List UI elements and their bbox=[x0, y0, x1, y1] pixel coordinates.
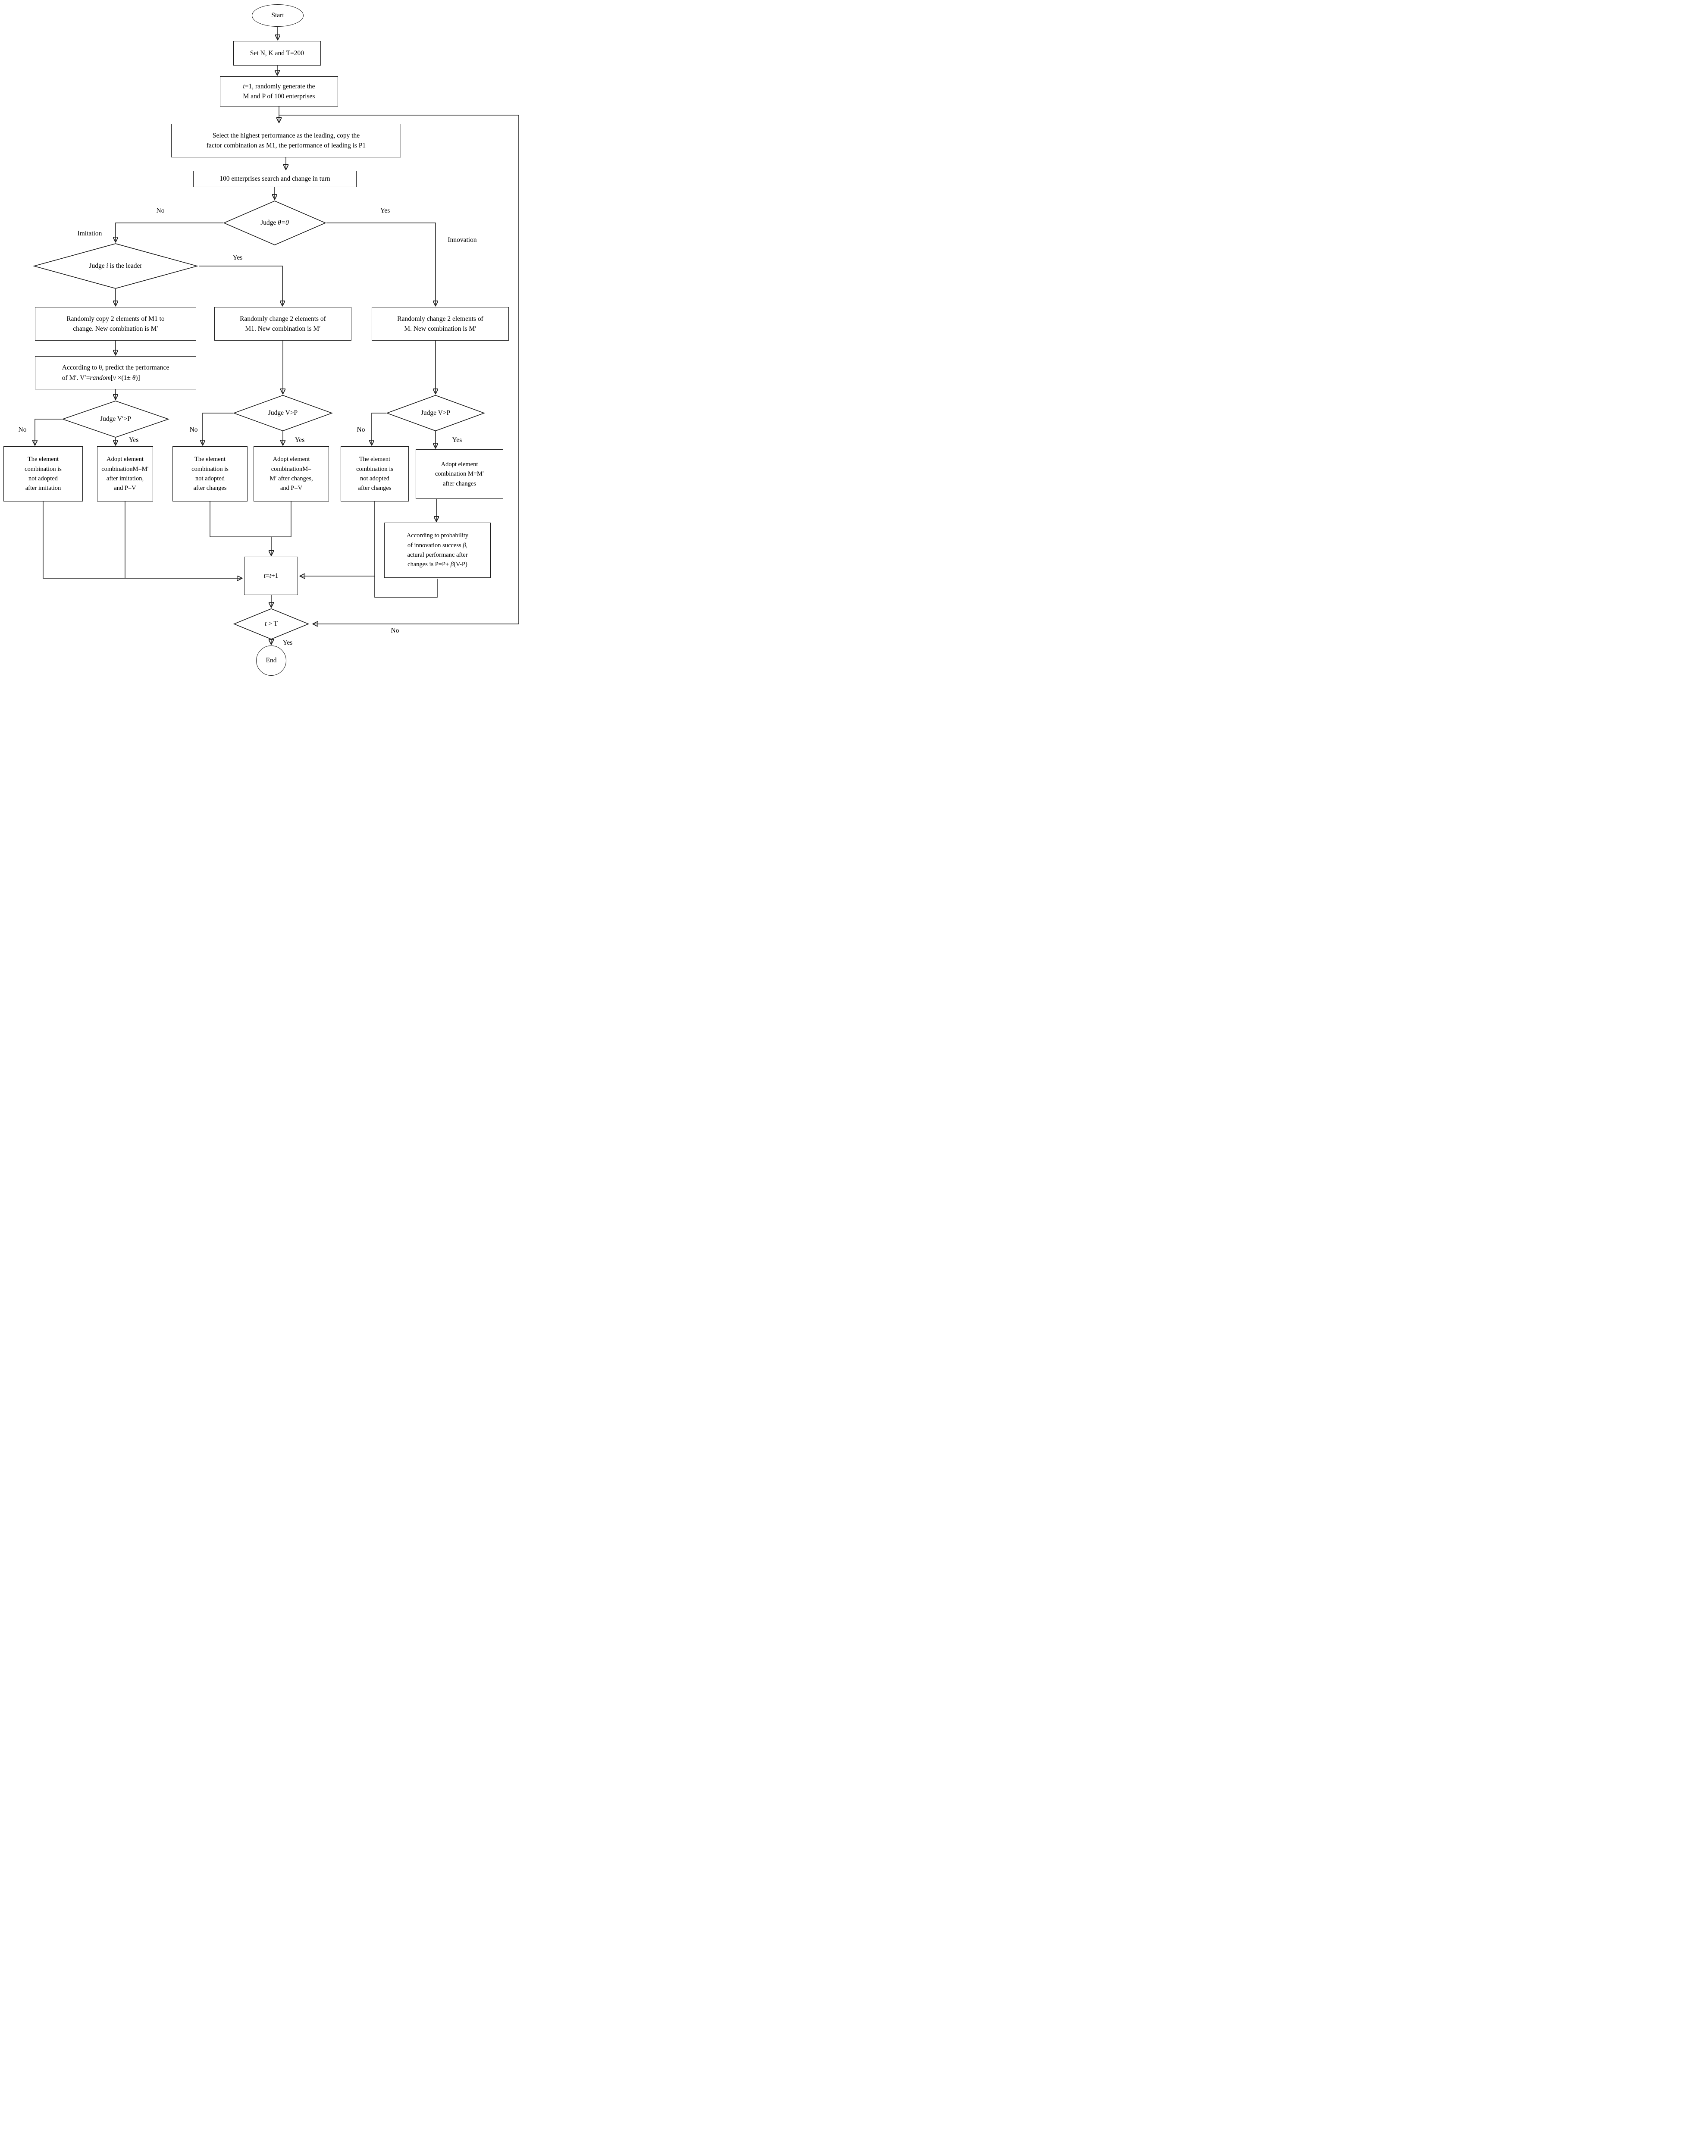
process-select-leading-label: Select the highest performance as the le… bbox=[206, 132, 366, 149]
decision-judge-theta: Judge θ=0 bbox=[223, 201, 326, 245]
connector-leader-yes bbox=[199, 266, 282, 305]
process-change-m: Randomly change 2 elements of M. New com… bbox=[372, 307, 509, 341]
process-probability-beta: According to probability of innovation s… bbox=[384, 523, 491, 578]
decision-judge-leader-label: Judge i is the leader bbox=[89, 262, 142, 270]
process-adopt-changes-m1-label: Adopt element combinationM= M′ after cha… bbox=[270, 456, 313, 492]
edge-label-vp1-yes: Yes bbox=[128, 436, 139, 444]
edge-label-theta-no: No bbox=[156, 207, 165, 214]
decision-judge-vp-m1-label: Judge V>P bbox=[268, 409, 298, 417]
connector-vp2-no bbox=[203, 413, 233, 445]
process-not-adopted-changes-m1: The element combination is not adopted a… bbox=[172, 446, 248, 501]
process-change-m1: Randomly change 2 elements of M1. New co… bbox=[214, 307, 351, 341]
diamond-shape-vp2 bbox=[233, 395, 333, 431]
process-search-in-turn-label: 100 enterprises search and change in tur… bbox=[219, 175, 330, 183]
process-set-params: Set N, K and T=200 bbox=[233, 41, 321, 66]
connector-theta-yes-innovation bbox=[326, 222, 436, 305]
process-search-in-turn: 100 enterprises search and change in tur… bbox=[193, 171, 357, 187]
process-t-increment-label: t=t+1 bbox=[263, 572, 279, 580]
edge-label-vp3-yes: Yes bbox=[452, 436, 462, 444]
connector-vp3-no bbox=[372, 413, 386, 445]
process-predict-performance-label: According to θ, predict the performance … bbox=[62, 364, 169, 382]
decision-judge-leader: Judge i is the leader bbox=[32, 243, 199, 289]
decision-judge-t: t > T bbox=[233, 608, 309, 639]
start-node: Start bbox=[252, 4, 304, 27]
process-adopt-changes-m: Adopt element combination M=M′ after cha… bbox=[416, 449, 503, 499]
connector-rightgroup-merge bbox=[374, 501, 438, 598]
process-not-adopted-changes-m1-label: The element combination is not adopted a… bbox=[191, 456, 229, 492]
connector-leftgroup-tinc bbox=[43, 501, 241, 578]
process-probability-beta-label: According to probability of innovation s… bbox=[406, 532, 469, 568]
edge-label-vp2-no: No bbox=[189, 426, 198, 433]
process-change-m1-label: Randomly change 2 elements of M1. New co… bbox=[240, 315, 326, 332]
process-select-leading: Select the highest performance as the le… bbox=[171, 124, 401, 157]
process-set-params-label: Set N, K and T=200 bbox=[250, 49, 304, 57]
process-not-adopted-changes-m: The element combination is not adopted a… bbox=[341, 446, 409, 501]
edge-label-imitation: Imitation bbox=[77, 230, 102, 237]
process-change-m-label: Randomly change 2 elements of M. New com… bbox=[397, 315, 483, 332]
edge-label-leader-yes: Yes bbox=[232, 254, 243, 261]
process-adopt-changes-m1: Adopt element combinationM= M′ after cha… bbox=[254, 446, 329, 501]
process-init-generate: t=1, randomly generate the M and P of 10… bbox=[220, 76, 338, 107]
diamond-shape-theta bbox=[223, 201, 326, 245]
connector-theta-no-imitation bbox=[116, 222, 223, 241]
process-not-adopted-imitation-label: The element combination is not adopted a… bbox=[25, 456, 62, 492]
process-copy-m1-label: Randomly copy 2 elements of M1 to change… bbox=[66, 315, 165, 332]
process-not-adopted-changes-m-label: The element combination is not adopted a… bbox=[356, 456, 393, 492]
decision-judge-vp-m: Judge V>P bbox=[386, 395, 485, 431]
process-copy-m1: Randomly copy 2 elements of M1 to change… bbox=[35, 307, 196, 341]
flowchart-canvas: Start End Set N, K and T=200 t=1, random… bbox=[0, 0, 522, 676]
process-adopt-imitation-label: Adopt element combinationM=M′ after imit… bbox=[101, 456, 149, 492]
edge-label-end-yes: Yes bbox=[282, 639, 293, 646]
edge-label-vp3-no: No bbox=[357, 426, 365, 433]
connectors-layer bbox=[0, 27, 519, 676]
connector-loop-no-return bbox=[279, 115, 519, 624]
decision-judge-vp-m1: Judge V>P bbox=[233, 395, 333, 431]
start-label: Start bbox=[271, 12, 284, 19]
process-init-generate-label: t=1, randomly generate the M and P of 10… bbox=[243, 82, 315, 100]
connector-vp1-no bbox=[35, 419, 62, 445]
process-t-increment: t=t+1 bbox=[244, 557, 298, 595]
edge-label-theta-yes: Yes bbox=[380, 207, 390, 214]
decision-judge-vp-imitation-label: Judge V′>P bbox=[100, 415, 131, 423]
edge-label-innovation: Innovation bbox=[448, 236, 477, 244]
diamond-shape-vp1 bbox=[62, 401, 169, 438]
decision-judge-vp-imitation: Judge V′>P bbox=[62, 401, 169, 438]
process-adopt-imitation: Adopt element combinationM=M′ after imit… bbox=[97, 446, 153, 501]
decision-judge-t-label: t > T bbox=[265, 620, 278, 628]
diamond-shape-vp3 bbox=[386, 395, 485, 431]
diamond-shape-leader bbox=[32, 243, 199, 289]
edge-label-loop-no: No bbox=[391, 627, 399, 634]
decision-judge-theta-label: Judge θ=0 bbox=[260, 219, 289, 227]
edge-label-vp2-yes: Yes bbox=[295, 436, 305, 444]
process-not-adopted-imitation: The element combination is not adopted a… bbox=[3, 446, 83, 501]
process-adopt-changes-m-label: Adopt element combination M=M′ after cha… bbox=[435, 461, 484, 487]
end-label: End bbox=[266, 657, 277, 664]
process-predict-performance: According to θ, predict the performance … bbox=[35, 356, 196, 389]
edge-label-vp1-no: No bbox=[18, 426, 27, 433]
end-node: End bbox=[256, 646, 286, 676]
decision-judge-vp-m-label: Judge V>P bbox=[420, 409, 451, 417]
connector-middlegroup-merge bbox=[210, 501, 291, 537]
